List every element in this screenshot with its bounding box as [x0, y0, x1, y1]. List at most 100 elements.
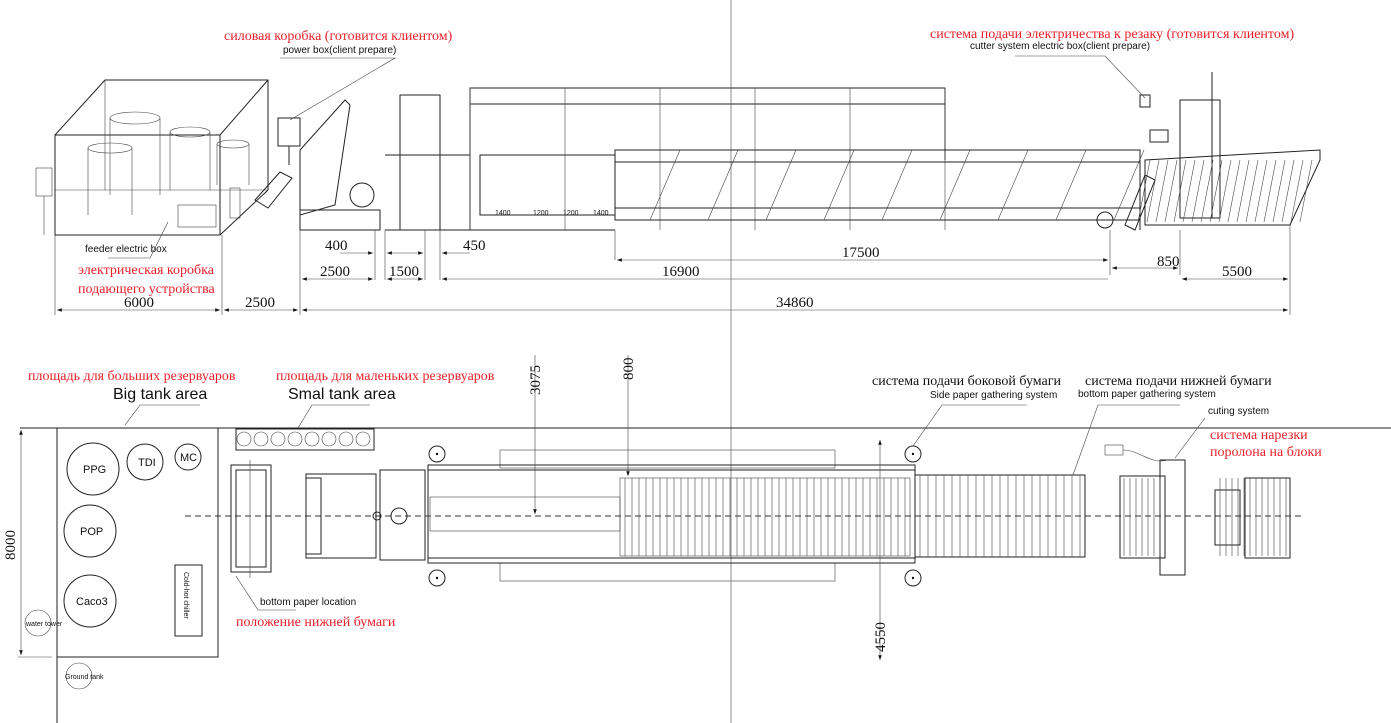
- svg-text:TDI: TDI: [138, 457, 156, 469]
- svg-text:17500: 17500: [842, 245, 880, 261]
- big-tank-label-en: Big tank area: [113, 386, 207, 403]
- power-box-leader: [280, 57, 397, 121]
- svg-text:POP: POP: [80, 526, 103, 538]
- small-tank-area: [235, 428, 375, 451]
- small-tank: [338, 431, 354, 447]
- feeder-box-label-ru-2: подающего устройства: [78, 282, 216, 297]
- cutter-box-label-ru: система подачи электричества к резаку (г…: [930, 27, 1294, 42]
- roller: [1191, 159, 1205, 223]
- svg-text:1500: 1500: [389, 264, 419, 280]
- big-tank-area: PPG TDI MC POP Caco3 Cold-hot chiller wa…: [24, 427, 219, 690]
- foaming-machine-plan: [427, 445, 922, 587]
- roller: [1263, 159, 1277, 223]
- cutter-box-label-en: cutter system electric box(client prepar…: [970, 41, 1150, 52]
- svg-text:6000: 6000: [124, 295, 154, 311]
- foaming-frame: [385, 87, 946, 231]
- small-tank-label-en: Smal tank area: [288, 386, 396, 403]
- small-tank: [236, 431, 252, 447]
- svg-text:1200: 1200: [533, 210, 549, 217]
- cutter-box-leader: [1015, 55, 1146, 99]
- small-tank-label-ru: площадь для маленьких резервуаров: [276, 369, 495, 384]
- main-conveyor: [614, 149, 1156, 231]
- bottom-paper-unit: [230, 460, 426, 578]
- roller: [1146, 159, 1160, 223]
- roller: [1164, 159, 1178, 223]
- bottom-paper-label-ru: положение нижней бумаги: [236, 615, 396, 630]
- power-box-label-en: power box(client prepare): [283, 45, 396, 56]
- cutting-bed: [1139, 72, 1321, 226]
- plan-view: 8000 PPG TDI MC POP Caco3 Cold-hot chill…: [3, 355, 1391, 723]
- conveyor-brace: [649, 149, 681, 221]
- roller: [1290, 159, 1304, 223]
- svg-text:2500: 2500: [245, 295, 275, 311]
- svg-text:450: 450: [463, 238, 486, 254]
- small-dimension-labels: 1400 1200 1200 1400: [495, 210, 609, 217]
- roller: [1182, 159, 1196, 223]
- roller: [1218, 159, 1232, 223]
- svg-text:800: 800: [621, 358, 637, 381]
- svg-text:850: 850: [1157, 254, 1180, 270]
- conveyor-brace: [707, 149, 739, 221]
- roller: [1272, 159, 1286, 223]
- conveyor-brace: [823, 149, 855, 221]
- bottom-gather-label-ru: система подачи нижней бумаги: [1085, 374, 1272, 389]
- roller: [1155, 159, 1169, 223]
- roller: [1227, 159, 1241, 223]
- cutting-label-en: cuting system: [1208, 406, 1269, 417]
- cutting-system-plan: [1104, 444, 1291, 576]
- roller: [1299, 159, 1313, 223]
- mixing-head: [254, 99, 381, 231]
- svg-text:1400: 1400: [495, 210, 511, 217]
- roller: [1245, 159, 1259, 223]
- svg-text:34860: 34860: [776, 295, 814, 311]
- side-paper-label-ru: система подачи боковой бумаги: [872, 374, 1061, 389]
- roller: [1281, 159, 1295, 223]
- roller: [1254, 159, 1268, 223]
- roller: [1173, 159, 1187, 223]
- feeder-box-label-en: feeder electric box: [85, 244, 167, 255]
- small-tank: [253, 431, 269, 447]
- svg-text:1200: 1200: [563, 210, 579, 217]
- svg-text:Cold-hot chiller: Cold-hot chiller: [182, 572, 189, 619]
- svg-text:16900: 16900: [662, 264, 700, 280]
- small-tank: [304, 431, 320, 447]
- conveyor-brace: [939, 149, 971, 221]
- svg-text:3075: 3075: [528, 365, 544, 395]
- conveyor-brace: [881, 149, 913, 221]
- svg-text:1400: 1400: [593, 210, 609, 217]
- roller: [1209, 159, 1223, 223]
- svg-text:5500: 5500: [1222, 264, 1252, 280]
- svg-text:bottom paper location: bottom paper location: [260, 597, 356, 608]
- svg-text:Caco3: Caco3: [76, 596, 108, 608]
- big-tank-enclosure: [35, 79, 269, 236]
- roller: [1137, 159, 1151, 223]
- dimension-lines: 400 450 2500 1500 16900 17500 850 5500 6…: [54, 225, 1291, 315]
- power-box-label-ru: силовая коробка (готовится клиентом): [224, 29, 453, 44]
- svg-text:8000: 8000: [3, 530, 19, 560]
- side-paper-label-en: Side paper gathering system: [930, 390, 1057, 401]
- small-tank: [355, 431, 371, 447]
- bottom-paper-gathering: [914, 474, 1086, 558]
- conveyor-brace: [1113, 149, 1145, 221]
- svg-text:MC: MC: [180, 452, 197, 464]
- small-tank: [321, 431, 337, 447]
- bottom-gather-label-en: bottom paper gathering system: [1078, 389, 1216, 400]
- roller: [1236, 159, 1250, 223]
- svg-text:4550: 4550: [873, 622, 889, 652]
- feeder-box-label-ru-1: электрическая коробка: [78, 263, 215, 278]
- roller: [1200, 159, 1214, 223]
- top-elevation-view: 1400 1200 1200 1400 силовая коробка (гот…: [35, 27, 1321, 315]
- small-tank: [270, 431, 286, 447]
- small-tank: [287, 431, 303, 447]
- svg-text:water tower: water tower: [25, 621, 63, 628]
- conveyor-brace: [765, 149, 797, 221]
- cutting-label-ru-2: поролона на блоки: [1210, 445, 1322, 460]
- cutting-label-ru-1: система нарезки: [1210, 428, 1308, 443]
- svg-text:PPG: PPG: [83, 464, 106, 476]
- big-tank-label-ru: площадь для больших резервуаров: [28, 369, 236, 384]
- svg-text:400: 400: [325, 238, 348, 254]
- conveyor-brace: [997, 149, 1029, 221]
- conveyor-brace: [1055, 149, 1087, 221]
